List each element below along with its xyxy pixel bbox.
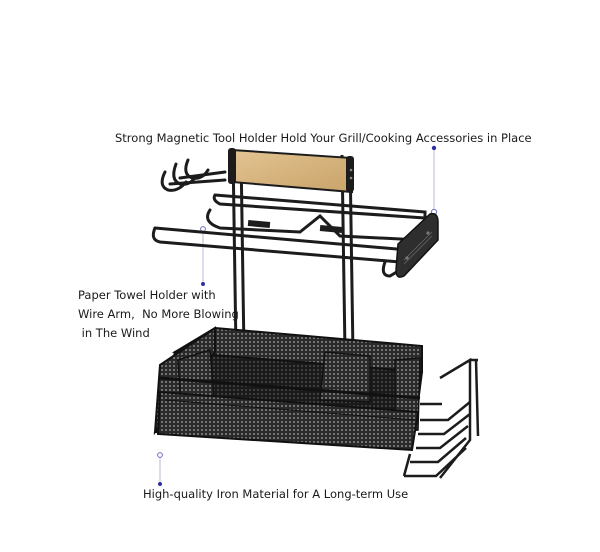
hook-rack [160,158,227,192]
grip-pad-right [319,225,343,233]
grip-pad-left [247,220,271,228]
annotation-magnetic-tool-holder: Strong Magnetic Tool Holder Hold Your Gr… [115,131,532,145]
leader-line-left [200,226,206,286]
leader-line-top [430,145,438,216]
leader-line-bottom [157,452,163,486]
annotation-left-line-1: Paper Towel Holder with [78,288,216,302]
annotation-left-line-3: in The Wind [78,326,150,340]
magnetic-tool-bar [395,212,439,278]
wood-handle [228,148,354,194]
side-wire-rack [402,357,480,479]
mesh-basket [153,326,424,452]
paper-towel-arm [151,193,427,278]
annotation-paper-towel-holder: Paper Towel Holder with Wire Arm, No Mor… [78,286,239,343]
annotation-iron-material: High-quality Iron Material for A Long-te… [143,487,409,501]
annotation-left-line-2: Wire Arm, No More Blowing [78,307,239,321]
